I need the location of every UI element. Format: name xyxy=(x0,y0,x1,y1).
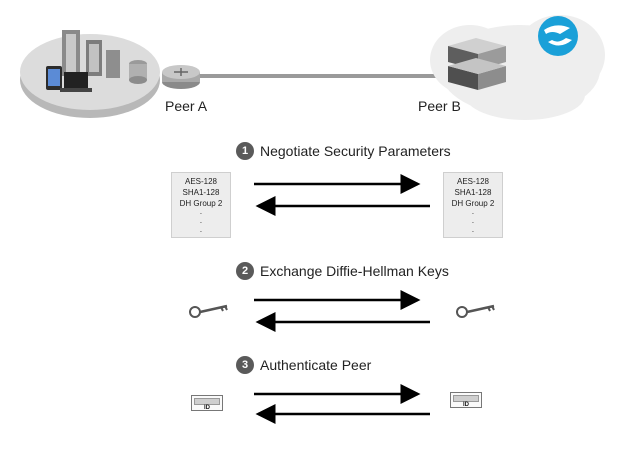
peer-b-key-icon xyxy=(456,304,495,318)
param-more-dots: ··· xyxy=(199,209,203,236)
id-card-stripe xyxy=(453,395,479,402)
peer-b-parameters: AES-128 SHA1-128 DH Group 2 ··· xyxy=(443,172,503,238)
step-1-title: Negotiate Security Parameters xyxy=(260,143,451,159)
peer-a-key-icon xyxy=(189,304,228,318)
peer-a-parameters: AES-128 SHA1-128 DH Group 2 ··· xyxy=(171,172,231,238)
id-card-label: ID xyxy=(204,405,210,411)
step-2-title: Exchange Diffie-Hellman Keys xyxy=(260,263,449,279)
logo-icon xyxy=(538,16,578,56)
param-hash: SHA1-128 xyxy=(182,188,220,197)
step-1-badge: 1 xyxy=(236,142,254,160)
param-cipher: AES-128 xyxy=(184,177,218,186)
step-3-badge: 3 xyxy=(236,356,254,374)
network-topology xyxy=(20,15,605,120)
param-dh-group: DH Group 2 xyxy=(179,199,223,208)
peer-b-label: Peer B xyxy=(418,98,461,114)
id-card-label: ID xyxy=(463,402,469,408)
param-cipher: AES-128 xyxy=(456,177,490,186)
server-icon xyxy=(448,38,506,90)
step-3-heading: 3 Authenticate Peer xyxy=(236,356,371,374)
peer-b-id-card-icon: ID xyxy=(450,392,482,408)
peer-a-site-icon xyxy=(20,30,160,118)
step-1-heading: 1 Negotiate Security Parameters xyxy=(236,142,451,160)
step-2-badge: 2 xyxy=(236,262,254,280)
param-hash: SHA1-128 xyxy=(454,188,492,197)
peer-a-id-card-icon: ID xyxy=(191,395,223,411)
param-more-dots: ··· xyxy=(471,209,475,236)
step-2-heading: 2 Exchange Diffie-Hellman Keys xyxy=(236,262,449,280)
peer-a-label: Peer A xyxy=(165,98,208,114)
param-dh-group: DH Group 2 xyxy=(451,199,495,208)
step-3-title: Authenticate Peer xyxy=(260,357,372,373)
router-icon xyxy=(162,65,200,89)
id-card-stripe xyxy=(194,398,220,405)
